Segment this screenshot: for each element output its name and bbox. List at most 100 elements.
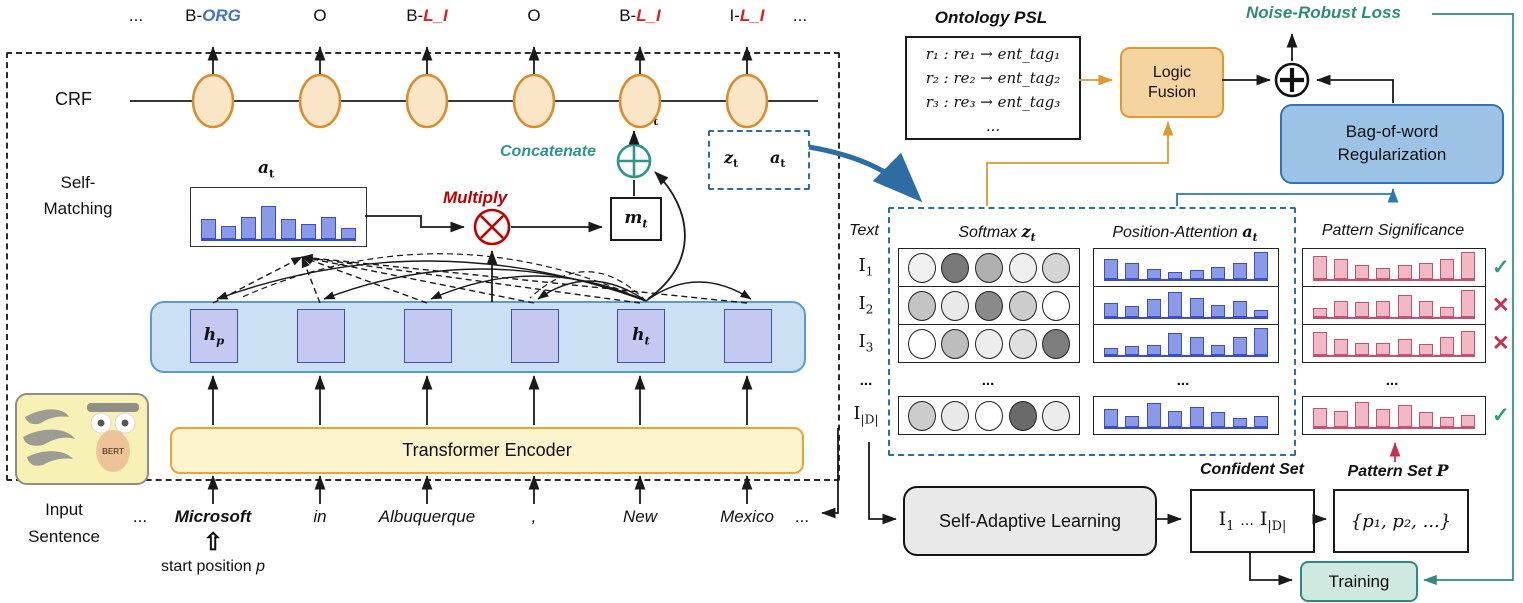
histogram-bar <box>1104 348 1118 355</box>
self-matching-arc <box>645 281 752 302</box>
instance-row-label: I1 <box>858 255 874 279</box>
position-attention-box <box>1093 248 1279 287</box>
histogram-bar <box>1418 301 1433 317</box>
histogram-bar <box>1125 306 1140 317</box>
at-in-box: at <box>770 148 786 171</box>
ontology-rule: r₂ : re₂ → ent_tag₂ <box>925 69 1061 87</box>
instance-to-sal-arrow <box>868 442 897 525</box>
transformer-encoder-box: Transformer Encoder <box>170 427 804 474</box>
histogram-bar <box>221 226 236 239</box>
histogram-bar <box>1104 259 1118 279</box>
ontology-psl-title: Ontology PSL <box>934 8 1048 27</box>
crf-node <box>618 73 662 129</box>
histogram-bar <box>1125 263 1140 279</box>
self-matching-label: Self- Matching <box>43 173 113 218</box>
input-word: ... <box>132 507 148 526</box>
histogram-bar <box>1168 272 1183 279</box>
softmax-circle <box>1008 252 1037 283</box>
za-to-panel-curve <box>808 144 923 203</box>
input-word: New <box>622 507 657 526</box>
histogram-bar <box>1232 337 1247 355</box>
pattern-significance-box <box>1302 396 1486 435</box>
attention-to-multiply-arrow <box>365 215 465 233</box>
zt-at-dashed-box: zt at <box>708 130 810 190</box>
attention-histogram-box <box>190 187 367 247</box>
loss-to-training-line <box>1423 13 1514 586</box>
pattern-significance-hist <box>1313 402 1475 429</box>
histogram-bar <box>1334 411 1349 427</box>
cross-icon: ✕ <box>1492 332 1510 355</box>
softmax-circle <box>1008 328 1037 359</box>
position-attention-header: Position-Attention at <box>1112 222 1258 245</box>
softmax-circles-box <box>898 286 1080 325</box>
self-matching-arc <box>537 280 647 302</box>
histogram-bar <box>1125 416 1140 427</box>
histogram-bar <box>321 217 336 239</box>
softmax-circles <box>905 397 1073 434</box>
crf-node <box>405 73 449 129</box>
tag-label: O <box>527 6 541 25</box>
histogram-bar <box>1355 402 1370 427</box>
cross-icon: ✕ <box>1492 294 1510 317</box>
hidden-state-box <box>297 309 345 363</box>
pattern-significance-hist <box>1313 290 1475 319</box>
softmax-circles <box>905 249 1073 286</box>
softmax-circles <box>905 287 1073 324</box>
histogram-bar <box>1313 408 1327 427</box>
crf-node <box>191 73 235 129</box>
ontology-rule: r₃ : re₃ → ent_tag₃ <box>925 93 1061 111</box>
histogram-bar <box>1439 337 1454 355</box>
self-matching-arc <box>430 275 647 302</box>
hidden-to-attention-dashed <box>212 256 303 304</box>
histogram-bar <box>1253 310 1268 317</box>
histogram-bar <box>1104 409 1118 427</box>
softmax-header: Softmax zt <box>958 222 1036 245</box>
histogram-bar <box>1211 412 1226 427</box>
check-icon: ✓ <box>1492 256 1510 279</box>
histogram-bar <box>1189 298 1204 317</box>
input-word: ... <box>794 507 810 526</box>
instance-row-label: I2 <box>858 293 874 317</box>
hidden-to-attention-dashed <box>301 256 428 304</box>
histogram-bar <box>1397 339 1412 355</box>
histogram-bar <box>1460 415 1475 427</box>
self-matching-arc <box>323 268 647 302</box>
self-matching-arc-dashed <box>529 271 647 302</box>
softmax-circle <box>974 252 1003 283</box>
crf-node <box>725 73 769 129</box>
hidden-to-attention-dashed <box>301 254 535 304</box>
histogram-bar <box>1232 301 1247 317</box>
position-attention-hist <box>1104 252 1268 281</box>
histogram-bar <box>1232 263 1247 279</box>
softmax-circle <box>907 290 936 321</box>
position-attention-box <box>1093 396 1279 435</box>
self-matching-arc-dashed <box>239 253 647 302</box>
hidden-state-box <box>724 309 772 363</box>
bag-to-sum-arrow <box>1316 74 1394 103</box>
position-attention-hist <box>1104 328 1268 357</box>
zt-in-box: zt <box>724 148 739 171</box>
histogram-bar <box>341 228 356 239</box>
histogram-bar <box>1125 346 1140 355</box>
training-box: Training <box>1300 561 1418 602</box>
hidden-to-attention-dashed <box>301 254 641 304</box>
input-word: , <box>531 507 537 526</box>
pattern-significance-header: Pattern Significance <box>1321 222 1465 239</box>
ht-box: ht <box>617 309 665 363</box>
histogram-bar <box>1418 344 1433 355</box>
concatenate-label: Concatenate <box>500 143 597 160</box>
softmax-circle <box>1042 400 1071 431</box>
histogram-bar <box>1146 299 1161 317</box>
mt-vector-box: mt <box>610 197 662 241</box>
histogram-bar <box>1460 290 1475 317</box>
softmax-circle <box>974 328 1003 359</box>
repeated-arrows <box>207 46 753 504</box>
panel-to-fusion-arrow <box>986 121 1174 206</box>
softmax-circle <box>907 400 936 431</box>
histogram-bar <box>1460 331 1475 355</box>
input-word: Mexico <box>720 507 774 526</box>
hidden-to-attention-dashed <box>301 256 321 304</box>
concatenate-icon-plus <box>619 146 649 176</box>
